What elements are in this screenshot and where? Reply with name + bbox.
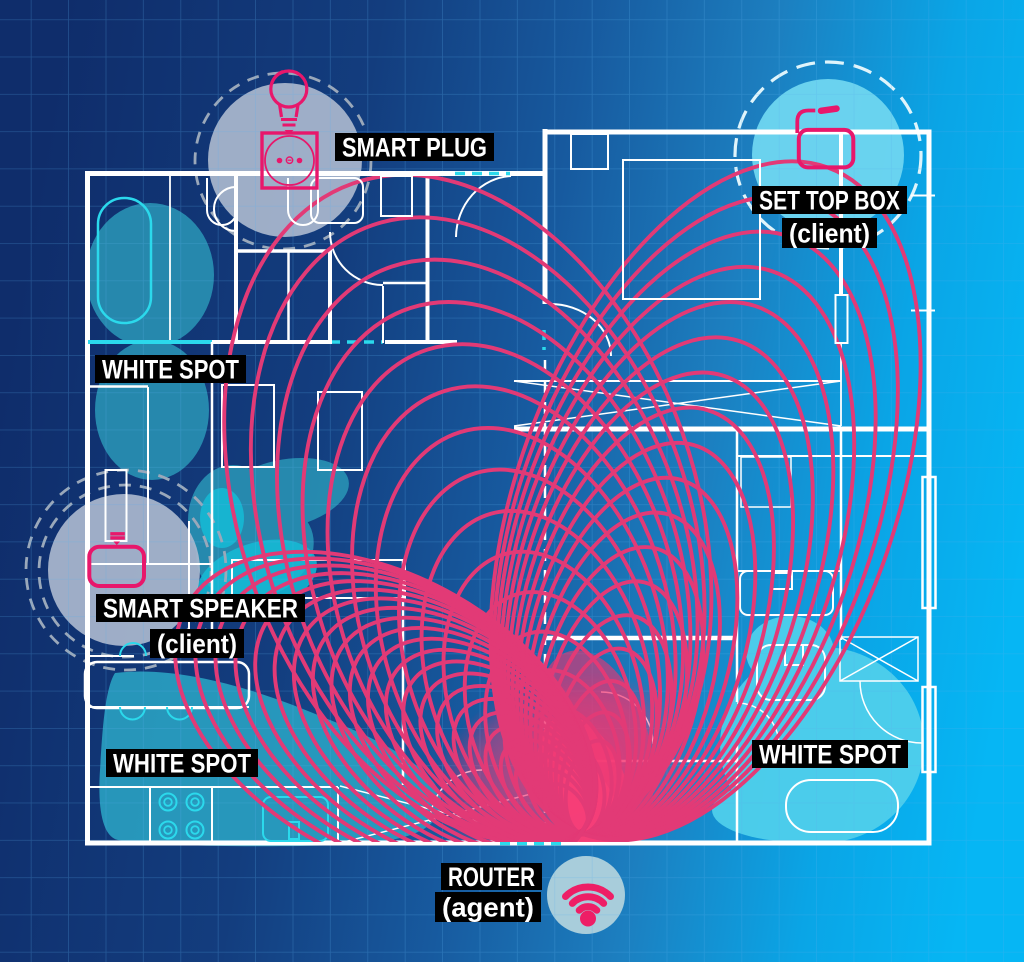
svg-text:SET TOP BOX: SET TOP BOX xyxy=(759,186,900,216)
svg-text:SMART SPEAKER: SMART SPEAKER xyxy=(103,594,298,624)
svg-text:ROUTER: ROUTER xyxy=(448,862,535,892)
svg-text:SMART PLUG: SMART PLUG xyxy=(342,133,487,163)
svg-text:(agent): (agent) xyxy=(442,893,534,923)
svg-text:WHITE SPOT: WHITE SPOT xyxy=(113,749,252,779)
svg-text:WHITE SPOT: WHITE SPOT xyxy=(102,355,240,385)
svg-text:(client): (client) xyxy=(789,219,870,249)
svg-text:(client): (client) xyxy=(157,629,237,659)
svg-text:WHITE SPOT: WHITE SPOT xyxy=(759,740,902,770)
